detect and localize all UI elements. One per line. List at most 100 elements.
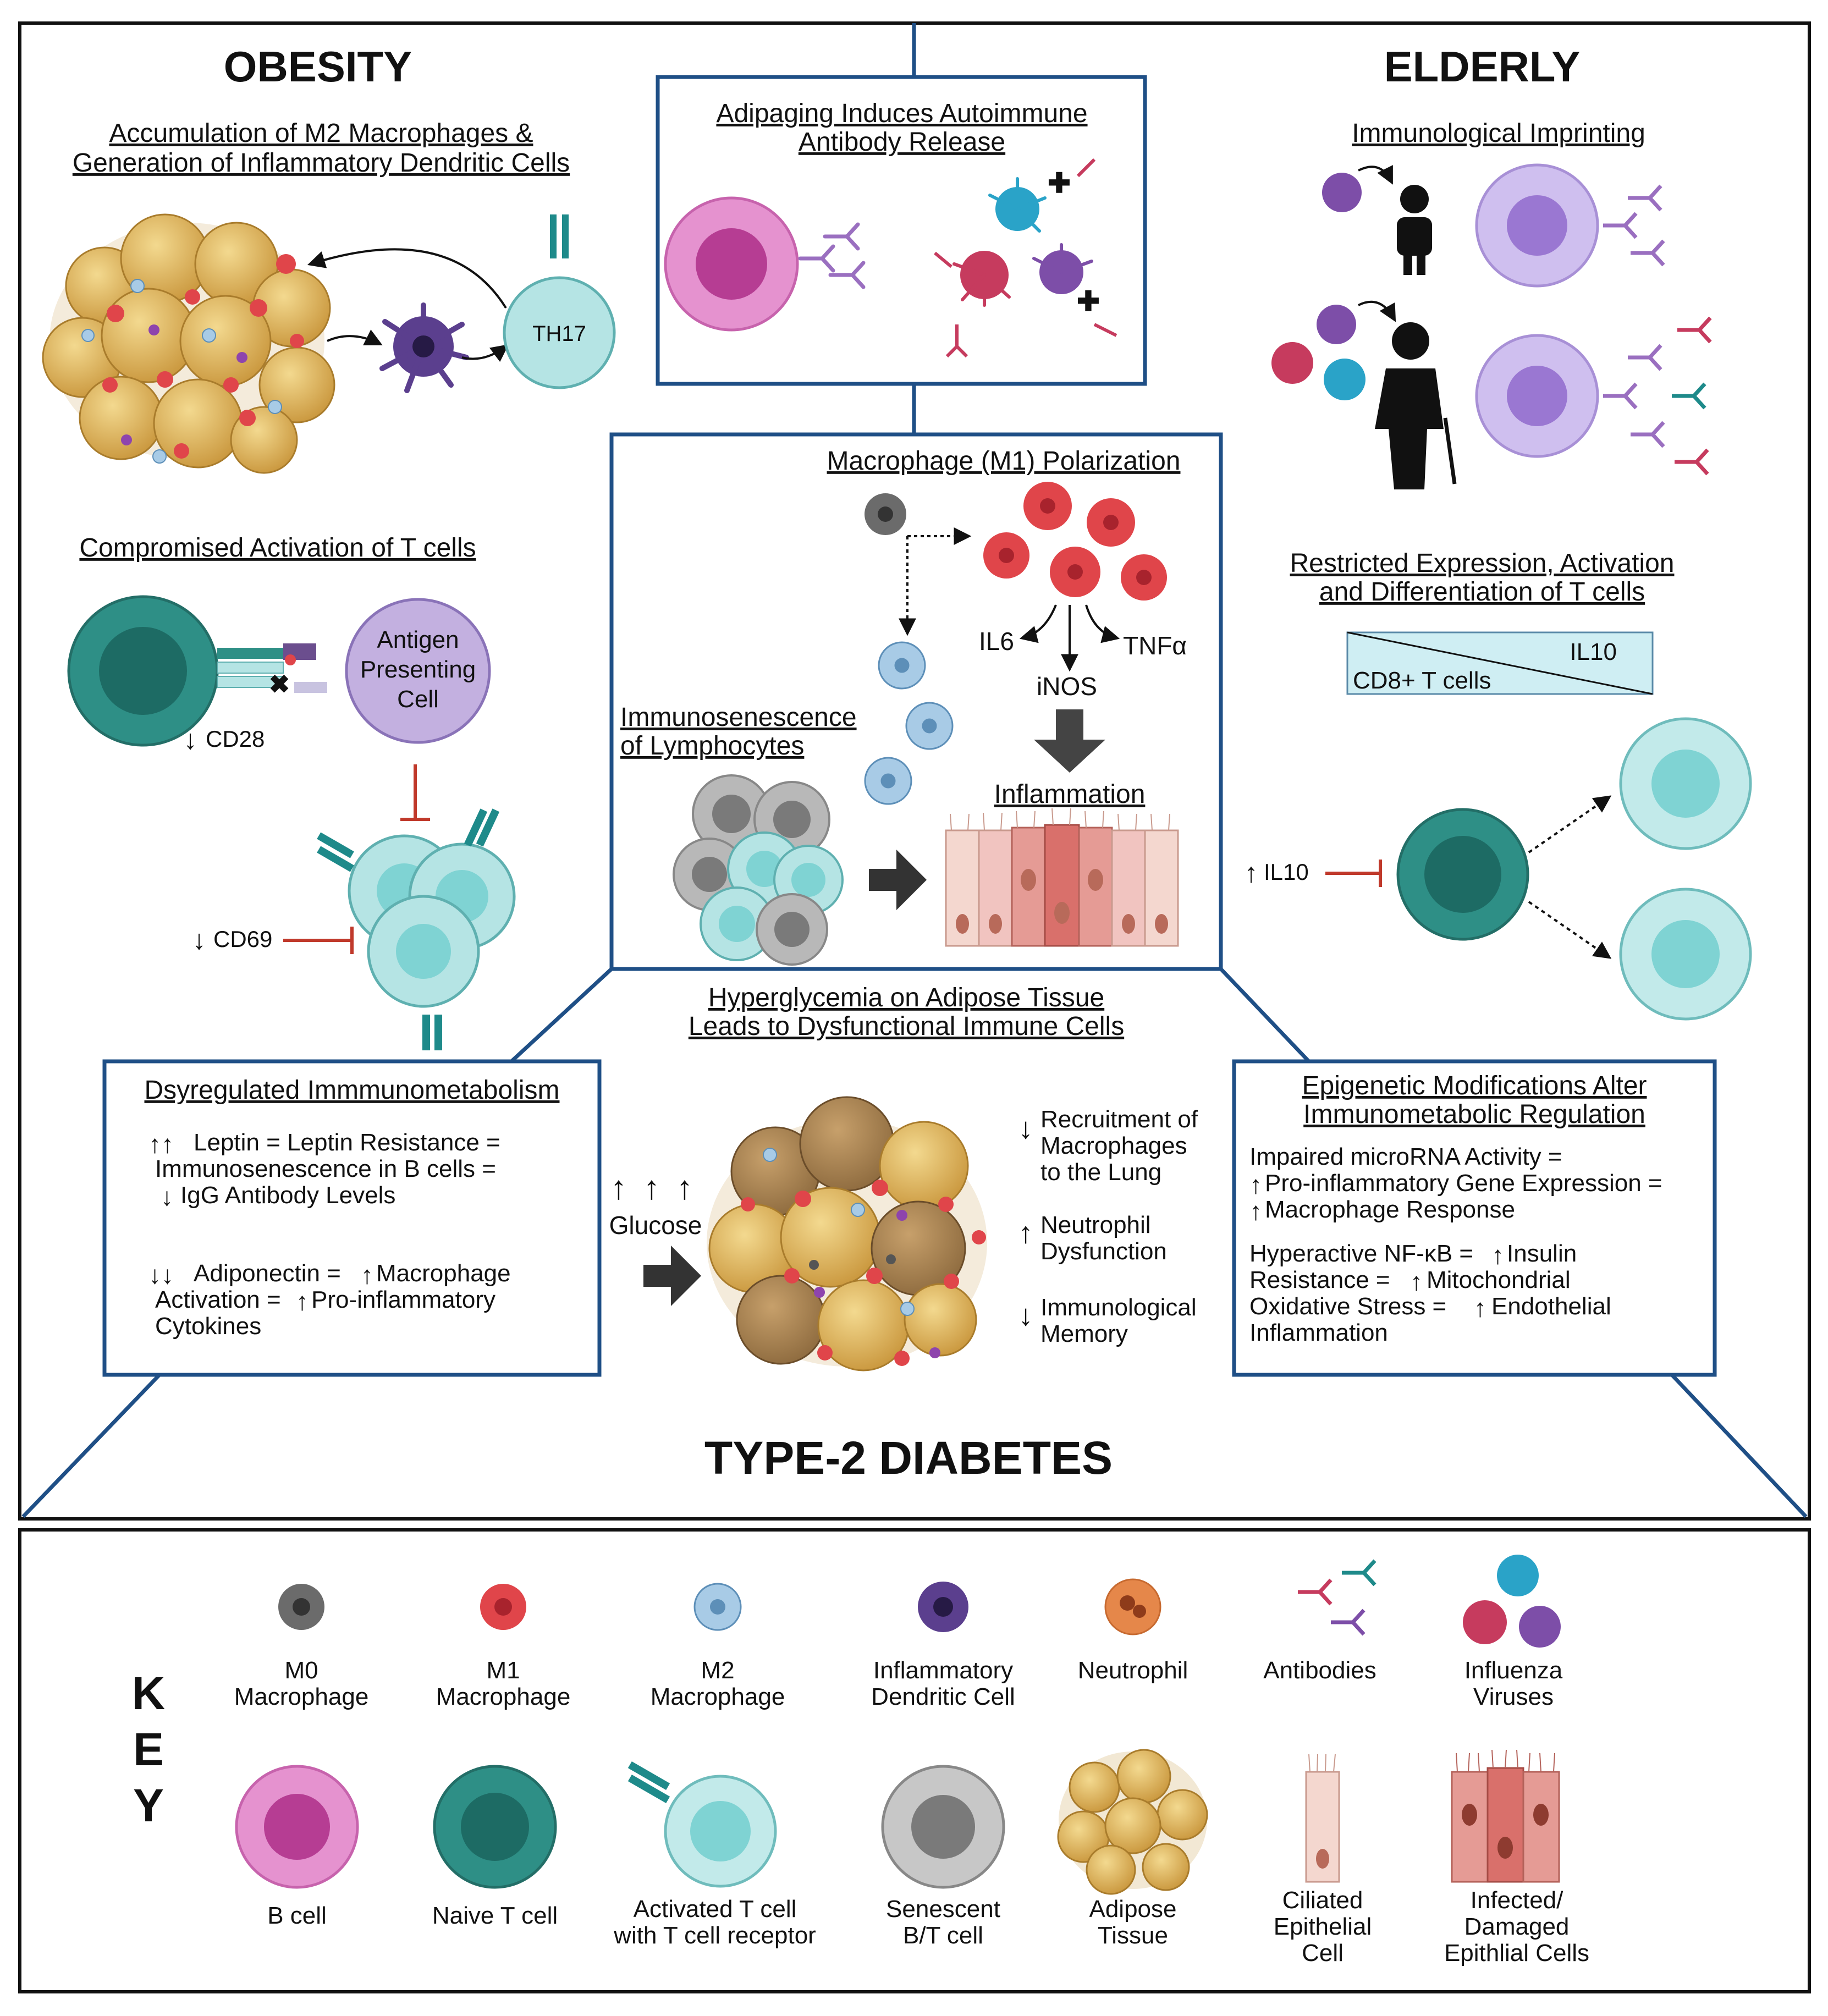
antibodies-icon	[1298, 1559, 1376, 1636]
key-sen-l1: Senescent	[886, 1896, 1000, 1923]
up-arrow-icon: ↑	[1249, 1170, 1262, 1199]
epigen-line6a: Oxidative Stress =	[1249, 1293, 1446, 1320]
elderly-person-icon	[1392, 322, 1429, 360]
dysreg-line1: Leptin = Leptin Resistance =	[194, 1129, 500, 1156]
up-arrow-icon: ↑	[610, 1169, 627, 1206]
key-letter-y: Y	[133, 1780, 164, 1831]
imprint-title: Immunological Imprinting	[1352, 119, 1645, 148]
effect1-line1: Recruitment of	[1040, 1106, 1198, 1133]
key-act-l1: Activated T cell	[634, 1896, 797, 1923]
epigen-text: Impaired microRNA Activity = ↑ Pro-infla…	[1249, 1143, 1662, 1346]
key-ciliated-cell: Ciliated Epithelial Cell	[1274, 1754, 1372, 1967]
dysreg-title: Dsyregulated Immmunometabolism	[145, 1076, 560, 1105]
hyper-line1: Hyperglycemia on Adipose Tissue	[708, 983, 1104, 1012]
epigen-line5a: Resistance =	[1249, 1266, 1390, 1293]
dysreg-line3: IgG Antibody Levels	[180, 1182, 395, 1209]
glucose-group: ↑ ↑ ↑ Glucose	[609, 1169, 702, 1306]
cd28-block-icon: ✖	[269, 670, 290, 698]
key-adi-l1: Adipose	[1089, 1896, 1176, 1923]
th17-cell: TH17	[503, 214, 616, 389]
tcell-title: Compromised Activation of T cells	[79, 533, 476, 563]
key-adi-l2: Tissue	[1098, 1922, 1168, 1949]
key-row-2: B cell Naive T cell Activated T cell wit…	[235, 1749, 1589, 1967]
t2d-heading: TYPE-2 DIABETES	[704, 1432, 1113, 1484]
antibodies-adipaging	[798, 222, 866, 289]
arrow-th17-to-adipose	[307, 248, 507, 309]
epithelium-row	[945, 808, 1179, 947]
key-inf-l3: Epithlial Cells	[1444, 1940, 1589, 1967]
key-naive-label: Naive T cell	[432, 1902, 558, 1929]
key-letters: K E Y	[132, 1667, 166, 1831]
hyper-effects: ↓ Recruitment of Macrophages to the Lung…	[1018, 1106, 1198, 1347]
dysreg-line5b: Pro-inflammatory	[311, 1286, 495, 1313]
key-m1-l2: Macrophage	[436, 1683, 571, 1710]
arrow-adipose-to-dc	[327, 329, 383, 345]
senescent-lymphocyte-cluster	[673, 774, 844, 966]
cd8-wedge-label: CD8+ T cells	[1353, 667, 1491, 694]
m2-macrophage-group	[864, 641, 954, 805]
virus-cluster-adipaging: ✚ ✚	[934, 158, 1117, 358]
epigen-line2: Pro-inflammatory Gene Expression =	[1265, 1170, 1662, 1197]
key-virus-l1: Influenza	[1464, 1657, 1563, 1684]
key-dendritic-cell: Inflammatory Dendritic Cell	[871, 1582, 1015, 1710]
naive-t-cell-synapse: ✖	[67, 595, 327, 747]
key-m0-macrophage: M0 Macrophage	[234, 1584, 369, 1710]
dotted-arrow-diff-down	[1528, 901, 1612, 959]
pyramid-left-upper	[510, 967, 613, 1063]
epigen-line4a: Hyperactive NF-κB =	[1249, 1240, 1473, 1267]
adipaging-title-line1: Adipaging Induces Autoimmune	[716, 99, 1087, 128]
key-inf-l1: Infected/	[1471, 1887, 1564, 1914]
key-antibodies-label: Antibodies	[1263, 1657, 1376, 1684]
activated-t-cells-elderly	[1619, 717, 1752, 1021]
up-up-arrows-icon: ↑↑	[148, 1130, 174, 1158]
wedge-gradient: IL10 CD8+ T cells	[1346, 631, 1654, 695]
dysreg-line4b: Macrophage	[376, 1260, 511, 1287]
epigen-title-line2: Immunometabolic Regulation	[1303, 1100, 1645, 1129]
activated-t-cell-cluster	[317, 808, 516, 1050]
up-arrow-icon: ↑	[1018, 1216, 1033, 1249]
up-arrow-icon: ↑	[296, 1287, 309, 1315]
effect1-line2: Macrophages	[1040, 1132, 1187, 1159]
antigen-presenting-cell: Antigen Presenting Cell	[345, 598, 491, 744]
block-x-icon: ✚	[1077, 286, 1100, 317]
key-m2-l2: Macrophage	[651, 1683, 785, 1710]
adipaging-box	[656, 75, 1147, 386]
up-arrow-icon: ↑	[1410, 1267, 1423, 1296]
key-infected-cells: Infected/ Damaged Epithlial Cells	[1444, 1749, 1589, 1967]
infected-cells-icon	[1451, 1749, 1560, 1883]
apc-line2: Presenting	[360, 656, 476, 683]
restricted-line2: and Differentiation of T cells	[1319, 577, 1645, 607]
key-viruses: Influenza Viruses	[1463, 1555, 1563, 1710]
il10-up-group: ↑ IL10	[1245, 857, 1382, 888]
key-act-l2: with T cell receptor	[613, 1922, 816, 1949]
epigen-line7: Inflammation	[1249, 1319, 1388, 1346]
key-senescent-cell: Senescent B/T cell	[881, 1765, 1005, 1949]
m2-title-line2: Generation of Inflammatory Dendritic Cel…	[73, 148, 570, 178]
imprint-child-row	[1322, 163, 1665, 288]
cd28-label: CD28	[206, 726, 265, 752]
key-dc-l2: Dendritic Cell	[871, 1683, 1015, 1710]
key-naive-t-cell: Naive T cell	[432, 1765, 558, 1929]
arrow-dc-to-th17	[461, 344, 509, 362]
virus-red-icon	[1463, 1600, 1507, 1644]
m0-macrophage	[865, 493, 906, 535]
il10-wedge-label: IL10	[1570, 638, 1617, 665]
key-m1-macrophage: M1 Macrophage	[436, 1584, 571, 1710]
adipaging-title-line2: Antibody Release	[799, 128, 1005, 157]
key-m0-l2: Macrophage	[234, 1683, 369, 1710]
key-cil-l2: Epithelial	[1274, 1913, 1372, 1940]
arrow-m1-to-il6	[1019, 604, 1057, 643]
immunosenescence-line1: Immunosenescence	[620, 703, 857, 732]
frames	[18, 21, 1811, 1993]
up-arrow-icon: ↑	[1474, 1293, 1486, 1322]
th17-label: TH17	[532, 322, 586, 346]
inflammation-label: Inflammation	[994, 780, 1146, 809]
up-arrow-icon: ↑	[361, 1260, 373, 1289]
elderly-heading: ELDERLY	[1384, 42, 1581, 91]
key-sen-l2: B/T cell	[903, 1922, 983, 1949]
up-arrow-icon: ↑	[1249, 1197, 1262, 1225]
glucose-label: Glucose	[609, 1211, 702, 1240]
m1-box	[609, 432, 1223, 971]
m2-title-line1: Accumulation of M2 Macrophages &	[109, 119, 533, 148]
